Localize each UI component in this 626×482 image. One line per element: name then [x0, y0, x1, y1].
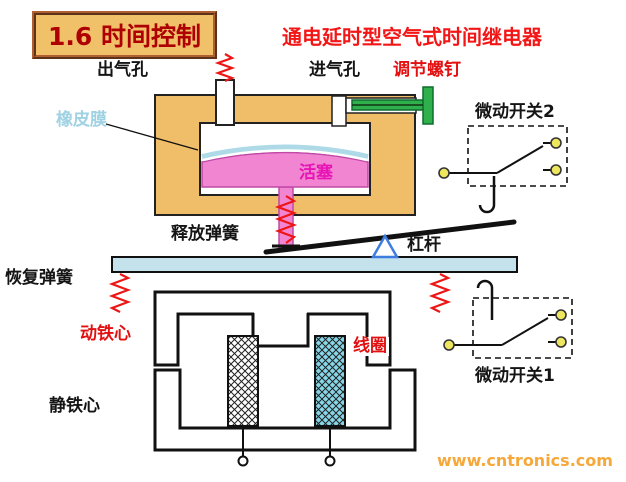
label-rubber-membrane: 橡皮膜	[56, 110, 107, 130]
switch1-terminal-no	[555, 336, 567, 348]
adjust-screw-shape	[351, 86, 434, 125]
label-micro-switch-2: 微动开关2	[475, 102, 555, 122]
switch2-actuator-hook	[478, 204, 496, 214]
section-badge: 1.6 时间控制	[32, 11, 217, 59]
label-release-spring: 释放弹簧	[171, 224, 239, 244]
switch2-terminal-no	[550, 164, 562, 176]
membrane-pointer-line	[105, 123, 199, 151]
recovery-spring-left-shape	[108, 273, 132, 313]
rubber-membrane-shape	[201, 144, 369, 160]
coil-left-hatch	[227, 335, 259, 427]
armature-outline	[153, 290, 392, 367]
armature-stub-mask	[254, 310, 307, 347]
label-piston: 活塞	[299, 163, 333, 183]
switch1-box	[472, 297, 573, 359]
micro-switch-1-shape	[443, 279, 573, 359]
air-inlet-channel	[331, 95, 347, 127]
coils	[227, 335, 346, 467]
label-recovery-spring: 恢复弹簧	[5, 268, 73, 288]
label-coil: 线圈	[351, 336, 389, 356]
switch1-blade	[501, 317, 549, 346]
switch2-terminal-nc	[550, 137, 562, 149]
membrane-highlight	[202, 149, 368, 162]
switch2-blade	[496, 145, 544, 174]
label-lever: 杠杆	[407, 235, 441, 255]
switch1-terminal-common	[443, 339, 455, 351]
fulcrum-triangle	[370, 233, 400, 259]
release-spring-shape	[274, 195, 298, 244]
armature-middle-leg	[251, 313, 310, 348]
switch2-box	[467, 125, 568, 187]
terminal-right	[324, 455, 336, 467]
label-static-core: 静铁心	[49, 396, 100, 416]
static-core-shape	[153, 368, 417, 452]
label-adjust-screw: 调节螺钉	[393, 60, 461, 80]
switch1-actuator-hook	[476, 279, 494, 289]
switch1-terminal-nc	[555, 309, 567, 321]
switch2-terminal-common	[438, 167, 450, 179]
outlet-spring-shape	[214, 53, 236, 83]
armature-bar	[111, 256, 518, 273]
micro-switch-2-shape	[438, 125, 568, 214]
label-air-inlet: 进气孔	[309, 60, 360, 80]
recovery-spring-right-shape	[428, 273, 452, 313]
terminal-left	[237, 455, 249, 467]
screw-head	[422, 86, 434, 125]
piston-body	[201, 151, 369, 188]
moving-core-shape	[153, 290, 392, 367]
page-title: 通电延时型空气式时间继电器	[282, 25, 542, 49]
lever-shape	[263, 219, 517, 255]
label-air-outlet: 出气孔	[97, 60, 148, 80]
label-moving-core: 动铁心	[80, 324, 131, 344]
site-watermark: www.cntronics.com	[437, 451, 613, 470]
air-outlet-tube	[215, 79, 235, 126]
label-micro-switch-1: 微动开关1	[475, 366, 555, 386]
coil-right-hatch	[314, 335, 346, 427]
